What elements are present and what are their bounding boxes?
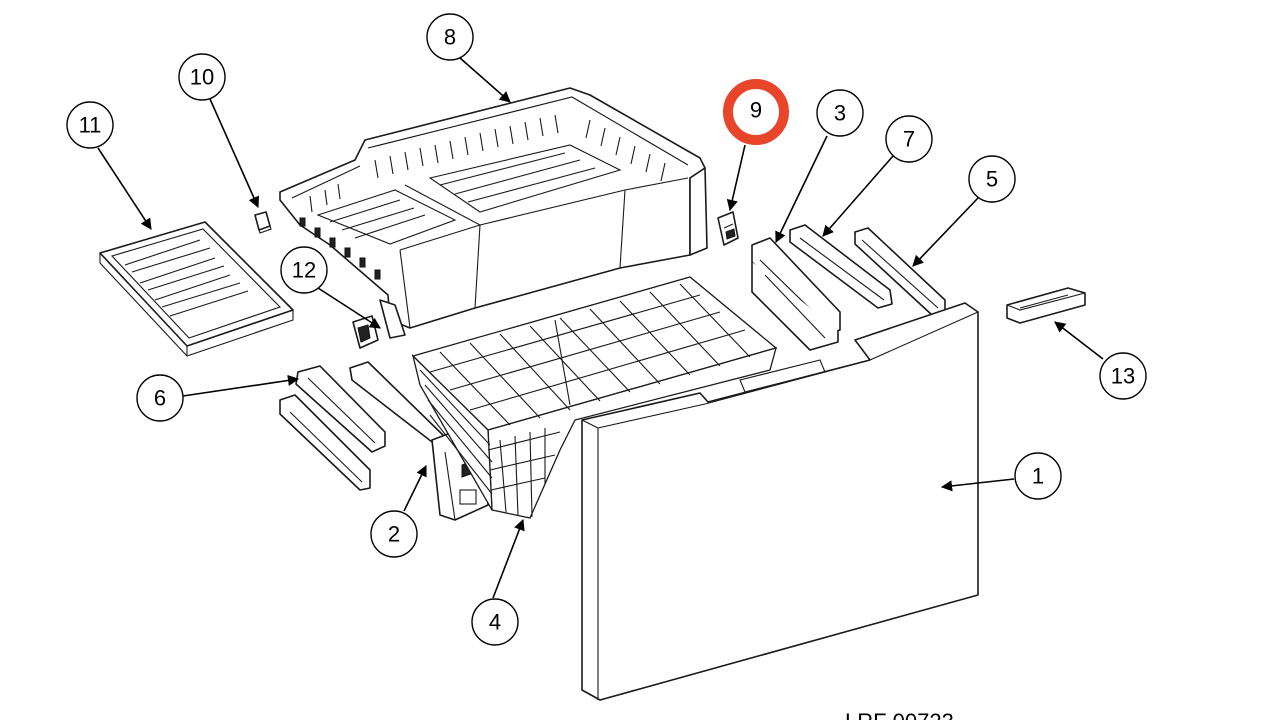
part-1-door — [581, 302, 979, 701]
callout-9-label: 9 — [750, 98, 762, 123]
callout-6: 6 — [136, 374, 184, 422]
callout-12: 12 — [280, 246, 328, 294]
callout-10-label: 10 — [190, 65, 214, 90]
callout-7: 7 — [885, 115, 933, 163]
callout-13: 13 — [1099, 352, 1147, 400]
part-13-handle — [1006, 287, 1086, 324]
part-3-bracket — [751, 237, 841, 351]
part-11-tray — [99, 221, 294, 357]
callout-1-label: 1 — [1032, 464, 1044, 489]
part-6-rail — [279, 365, 386, 491]
callout-3: 3 — [816, 89, 864, 137]
callout-6-label: 6 — [154, 386, 166, 411]
drawing-code: LRF 00723 — [845, 709, 954, 720]
part-10-clip — [254, 211, 272, 234]
highlight-ring — [723, 79, 789, 145]
callout-9-highlighted: 9 — [723, 79, 789, 145]
part-8-bin — [279, 87, 708, 339]
callout-4-label: 4 — [489, 610, 501, 635]
callout-7-label: 7 — [903, 127, 915, 152]
callout-2-label: 2 — [388, 522, 400, 547]
part-7-rail — [789, 224, 893, 309]
callout-11: 11 — [66, 101, 114, 149]
callout-4: 4 — [471, 598, 519, 646]
callout-5: 5 — [968, 155, 1016, 203]
callout-13-label: 13 — [1111, 364, 1135, 389]
callout-8-label: 8 — [444, 25, 456, 50]
callout-1: 1 — [1014, 452, 1062, 500]
part-4-basket — [411, 276, 778, 519]
callout-10: 10 — [178, 53, 226, 101]
part-5-rail — [854, 227, 946, 316]
part-9-clip — [717, 211, 739, 246]
callout-12-label: 12 — [292, 258, 316, 283]
callout-2: 2 — [370, 510, 418, 558]
part-12-clip — [352, 315, 379, 349]
callout-8: 8 — [426, 13, 474, 61]
callout-11-label: 11 — [79, 113, 102, 138]
callout-5-label: 5 — [986, 167, 998, 192]
callout-3-label: 3 — [834, 101, 846, 126]
leader-lines — [97, 57, 1104, 599]
